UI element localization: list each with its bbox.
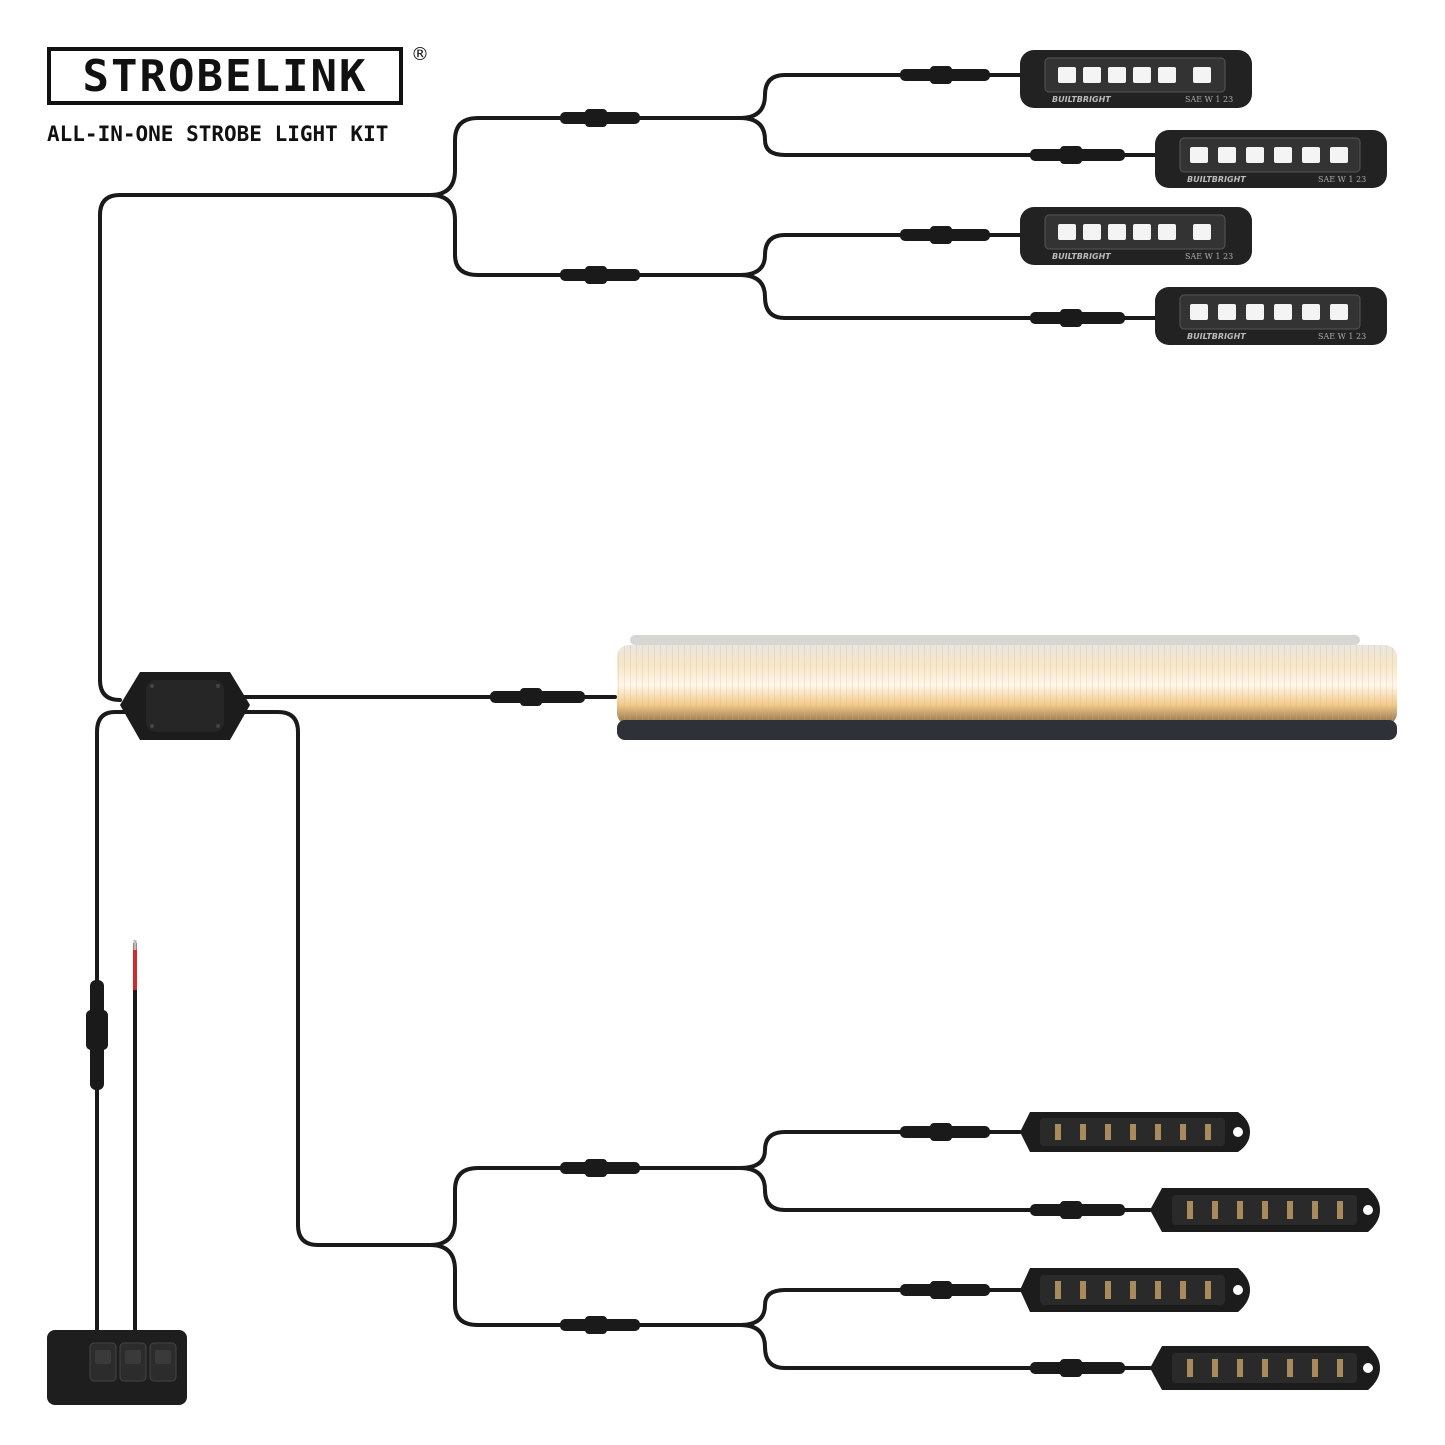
connector [1060, 1201, 1082, 1219]
pod-rating-label: SAE W 1 23 [1318, 332, 1366, 341]
connector [930, 1123, 952, 1141]
connector [930, 66, 952, 84]
control-box [120, 672, 250, 740]
grille-light-1 [1020, 1112, 1250, 1152]
connector [930, 226, 952, 244]
cable-upper-b2 [738, 273, 1157, 320]
pod-rating-label: SAE W 1 23 [1318, 175, 1366, 184]
connectors [86, 66, 1125, 1377]
cable-upper-a2 [738, 116, 1157, 157]
pod-brand-label: BUILTBRIGHT [1187, 332, 1246, 341]
pod-rating-label: SAE W 1 23 [1185, 252, 1233, 261]
brand-tagline: ALL-IN-ONE STROBE LIGHT KIT [47, 122, 389, 146]
pod-rating-label: SAE W 1 23 [1185, 95, 1233, 104]
connector [585, 109, 607, 127]
light-bar [617, 635, 1397, 740]
connector [585, 1316, 607, 1334]
cable-lower-b2 [738, 1323, 1152, 1370]
cable-lower-main [233, 710, 1022, 1247]
brand-name: STROBELINK [82, 50, 368, 102]
connector [1060, 146, 1082, 164]
pod-brand-label: BUILTBRIGHT [1052, 252, 1111, 261]
surface-pod-2: BUILTBRIGHT SAE W 1 23 [1155, 130, 1387, 188]
connector [585, 1159, 607, 1177]
connector [1060, 309, 1082, 327]
surface-pod-3: BUILTBRIGHT SAE W 1 23 [1020, 207, 1252, 265]
cable-main-upper [98, 73, 1022, 702]
connector [86, 1010, 108, 1050]
grille-light-4 [1150, 1346, 1380, 1390]
connector [930, 1281, 952, 1299]
registered-mark: ® [411, 44, 429, 65]
surface-pod-4: BUILTBRIGHT SAE W 1 23 [1155, 287, 1387, 345]
connector [520, 688, 542, 706]
cable-switch-feed [95, 710, 127, 1332]
switch-panel [47, 1330, 187, 1405]
connector [585, 266, 607, 284]
grille-light-2 [1150, 1188, 1380, 1232]
pod-brand-label: BUILTBRIGHT [1187, 175, 1246, 184]
connector [1060, 1359, 1082, 1377]
pod-brand-label: BUILTBRIGHT [1052, 95, 1111, 104]
brand-logo: STROBELINK [47, 47, 403, 105]
surface-pod-1: BUILTBRIGHT SAE W 1 23 [1020, 50, 1252, 108]
grille-light-3 [1020, 1268, 1250, 1312]
cable-lower-a2 [738, 1166, 1152, 1212]
